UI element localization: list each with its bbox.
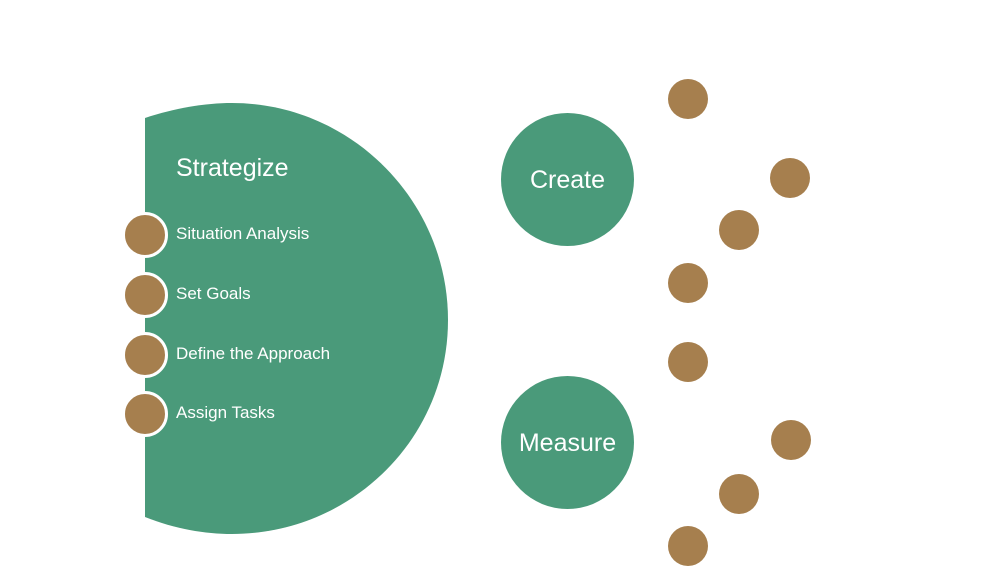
step-set-goals: Set Goals <box>0 272 420 318</box>
step-assign-tasks: Assign Tasks <box>0 391 420 437</box>
step-label: Situation Analysis <box>176 224 310 243</box>
measure-circle: Measure <box>501 376 634 509</box>
create-circle: Create <box>501 113 634 246</box>
step-define-approach: Define the Approach <box>0 332 420 378</box>
create-dot-2 <box>770 158 810 198</box>
step-bullet-icon <box>122 391 168 437</box>
measure-dot-2 <box>771 420 811 460</box>
step-label: Assign Tasks <box>176 403 275 422</box>
step-bullet-icon <box>122 212 168 258</box>
step-bullet-icon <box>122 272 168 318</box>
step-bullet-icon <box>122 332 168 378</box>
measure-dot-4 <box>668 526 708 566</box>
create-dot-1 <box>668 79 708 119</box>
step-label: Set Goals <box>176 284 251 303</box>
measure-dot-3 <box>719 474 759 514</box>
create-dot-3 <box>719 210 759 250</box>
step-label: Define the Approach <box>176 344 331 363</box>
measure-label: Measure <box>518 428 617 457</box>
create-dot-4 <box>668 263 708 303</box>
step-situation-analysis: Situation Analysis <box>0 212 420 258</box>
create-label: Create <box>529 165 606 194</box>
measure-dot-1 <box>668 342 708 382</box>
strategize-title: Strategize <box>176 154 289 182</box>
